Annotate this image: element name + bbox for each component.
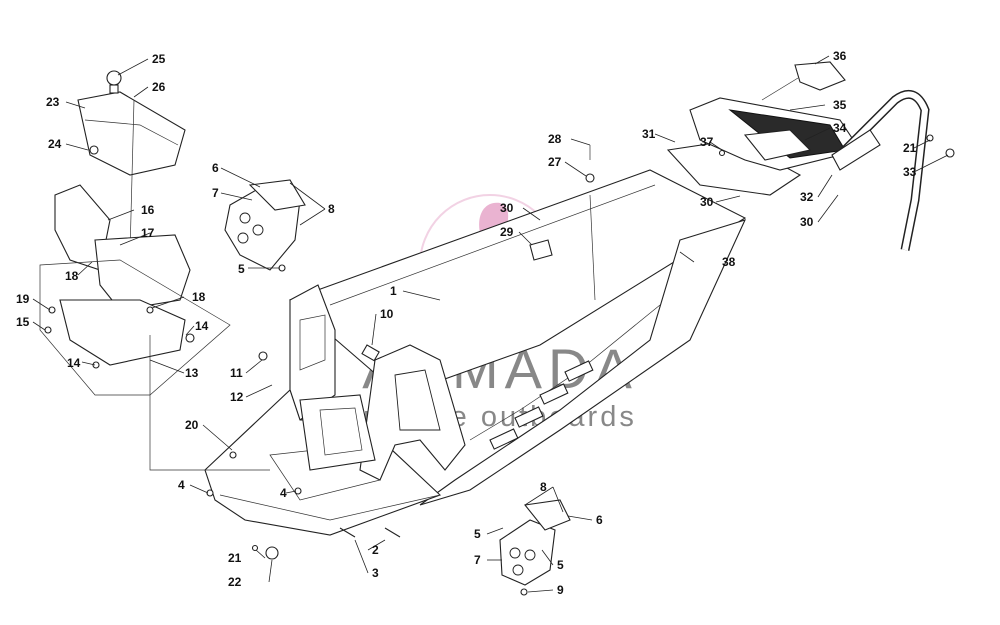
callout-21a: 21: [903, 141, 917, 155]
left-bracket-assembly: [39, 184, 270, 471]
grab-bar: [831, 89, 955, 251]
callout-23: 23: [46, 95, 60, 109]
callout-7a: 7: [212, 186, 219, 200]
callout-3: 3: [372, 566, 379, 580]
callout-12: 12: [230, 390, 244, 404]
callout-30a: 30: [500, 201, 514, 215]
callout-4b: 4: [280, 486, 287, 500]
callout-18b: 18: [192, 290, 206, 304]
callout-21b: 21: [228, 551, 242, 565]
callout-32: 32: [800, 190, 814, 204]
hood-assembly: [77, 70, 186, 331]
callout-35: 35: [833, 98, 847, 112]
callout-17: 17: [141, 226, 155, 240]
callout-5c: 5: [557, 558, 564, 572]
callout-30c: 30: [800, 215, 814, 229]
callout-16: 16: [141, 203, 155, 217]
callout-26: 26: [152, 80, 166, 94]
callout-18a: 18: [65, 269, 79, 283]
callout-29: 29: [500, 225, 514, 239]
callout-15: 15: [16, 315, 30, 329]
callout-22: 22: [228, 575, 242, 589]
callout-31: 31: [642, 127, 656, 141]
leader-lines: [32, 55, 949, 593]
callout-14a: 14: [195, 319, 209, 333]
callout-36: 36: [833, 49, 847, 63]
callout-6b: 6: [596, 513, 603, 527]
callout-34: 34: [833, 121, 847, 135]
callout-25: 25: [152, 52, 166, 66]
callout-2: 2: [372, 543, 379, 557]
callout-24: 24: [48, 137, 62, 151]
callout-7b: 7: [474, 553, 481, 567]
callout-37: 37: [700, 135, 714, 149]
callout-10: 10: [380, 307, 394, 321]
callout-20: 20: [185, 418, 199, 432]
callout-9: 9: [557, 583, 564, 597]
callout-28: 28: [548, 132, 562, 146]
callout-1: 1: [390, 284, 397, 298]
callout-8b: 8: [540, 480, 547, 494]
rear-cover-assembly: [666, 61, 861, 196]
callout-14b: 14: [67, 356, 81, 370]
upper-side-shield: [224, 179, 306, 272]
callout-4a: 4: [178, 478, 185, 492]
main-chassis-frame: [204, 169, 747, 536]
callout-5b: 5: [474, 527, 481, 541]
callout-6a: 6: [212, 161, 219, 175]
callout-11: 11: [230, 366, 243, 380]
callout-8a: 8: [328, 202, 335, 216]
callout-19: 19: [16, 292, 30, 306]
callout-33: 33: [903, 165, 917, 179]
callout-27: 27: [548, 155, 562, 169]
callout-30b: 30: [700, 195, 714, 209]
lower-side-shield: [499, 499, 571, 596]
callout-5a: 5: [238, 262, 245, 276]
part-callouts: 25 26 23 24 16 17 18 18 19 15 14 14 13 6…: [16, 49, 917, 597]
callout-13: 13: [185, 366, 199, 380]
callout-38: 38: [722, 255, 736, 269]
